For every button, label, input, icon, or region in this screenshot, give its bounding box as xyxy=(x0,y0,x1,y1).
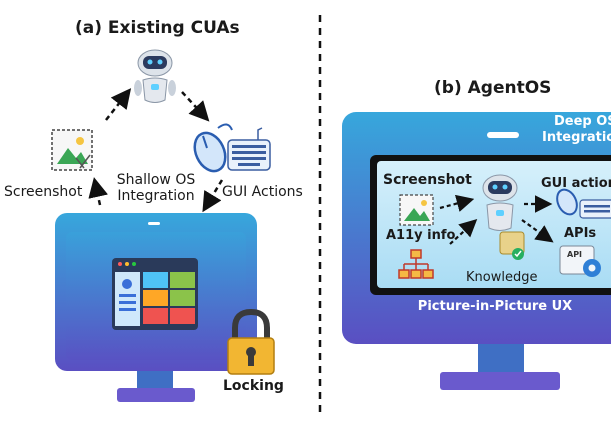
deep-integration-label: Deep OS Integration xyxy=(538,114,611,146)
deep-line-1: Deep OS xyxy=(554,114,611,129)
robot-icon xyxy=(134,49,176,103)
pip-screenshot-label: Screenshot xyxy=(383,172,472,188)
window-icon xyxy=(112,258,198,330)
arrow-screenshot-to-robot-b xyxy=(439,194,475,212)
keyboard-icon xyxy=(579,199,611,219)
gui-action-label: GUI action xyxy=(541,176,611,191)
deep-line-2: Integration xyxy=(542,130,611,145)
mouse-icon xyxy=(193,123,233,173)
shallow-line-2: Integration xyxy=(117,188,195,204)
arrow-screenshot-to-robot xyxy=(105,88,132,121)
image-icon xyxy=(399,194,434,226)
a11y-info-label: A11y info xyxy=(386,228,456,243)
arrow-a11y-to-robot xyxy=(449,219,478,245)
shallow-integration-label: Shallow OS Integration xyxy=(108,172,204,204)
arrow-actions-to-monitor xyxy=(202,179,224,213)
robot-icon xyxy=(482,174,518,231)
pip-ux-label: Picture-in-Picture UX xyxy=(417,299,573,314)
mouse-icon xyxy=(556,188,578,216)
arrow-robot-to-apis xyxy=(521,219,554,243)
gear-icon xyxy=(583,259,601,277)
locking-label: Locking xyxy=(223,378,284,394)
knowledge-label: Knowledge xyxy=(466,270,538,285)
keyboard-icon xyxy=(227,127,271,171)
arrow-monitor-to-screenshot xyxy=(88,177,108,206)
image-icon xyxy=(51,129,93,171)
knowledge-icon xyxy=(499,231,525,260)
hierarchy-icon xyxy=(398,249,434,279)
api-tag: API xyxy=(567,250,583,259)
arrow-robot-to-actions xyxy=(181,91,210,122)
panel-b-title: (b) AgentOS xyxy=(434,78,552,98)
gui-actions-label: GUI Actions xyxy=(222,184,303,200)
panel-a-title: (a) Existing CUAs xyxy=(75,18,240,38)
screenshot-label: Screenshot xyxy=(4,184,83,200)
apis-label: APIs xyxy=(564,226,597,241)
lock-icon xyxy=(227,308,275,375)
shallow-line-1: Shallow OS xyxy=(116,172,196,188)
